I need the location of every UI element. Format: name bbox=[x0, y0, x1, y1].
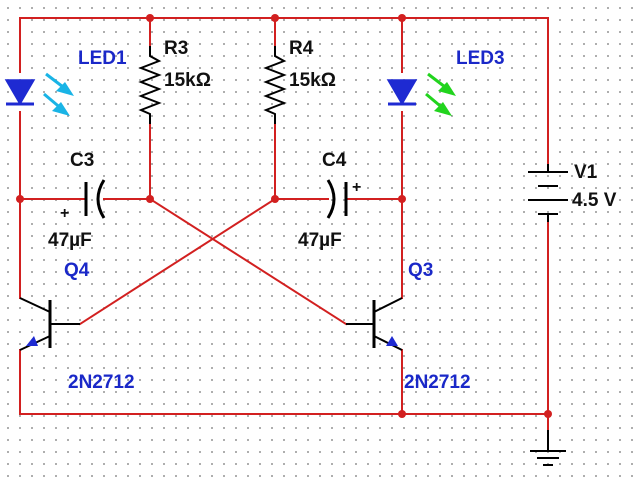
led3-symbol bbox=[386, 79, 418, 106]
v1[interactable]: V1 4.5 V bbox=[528, 162, 617, 222]
ground-icon bbox=[530, 430, 566, 466]
q4-npn-transistor-symbol bbox=[19, 297, 80, 351]
junction-dot bbox=[271, 14, 279, 22]
junction-dot bbox=[146, 195, 154, 203]
r4-designator: R4 bbox=[289, 38, 314, 59]
wires bbox=[19, 17, 549, 431]
c3-capacitor-symbol bbox=[84, 179, 106, 219]
junction-dot bbox=[146, 14, 154, 22]
c3-value: 47µF bbox=[48, 230, 92, 251]
r4-value: 15kΩ bbox=[289, 70, 336, 91]
c4[interactable]: + C4 47µF bbox=[298, 150, 361, 251]
c4-designator: C4 bbox=[322, 150, 347, 171]
q4-model: 2N2712 bbox=[68, 372, 135, 393]
junction-nodes bbox=[16, 14, 552, 418]
q4[interactable]: Q4 2N2712 bbox=[19, 260, 135, 393]
v1-battery-symbol bbox=[528, 164, 568, 222]
r4[interactable]: R4 15kΩ bbox=[263, 38, 336, 124]
led3-designator: LED3 bbox=[456, 48, 505, 69]
junction-dot bbox=[398, 195, 406, 203]
q3-npn-transistor-symbol bbox=[346, 297, 403, 351]
c3[interactable]: + C3 47µF bbox=[48, 150, 106, 251]
r4-resistor-symbol bbox=[263, 46, 287, 124]
r3-resistor-symbol bbox=[138, 46, 162, 124]
c4-polarity: + bbox=[352, 179, 361, 196]
led3-emission-arrows bbox=[425, 72, 456, 116]
led1-emission-arrows bbox=[43, 72, 74, 116]
r3-designator: R3 bbox=[164, 38, 188, 59]
c4-value: 47µF bbox=[298, 230, 342, 251]
r3-value: 15kΩ bbox=[164, 70, 211, 91]
led1-symbol bbox=[4, 79, 36, 106]
v1-value: 4.5 V bbox=[572, 190, 617, 211]
r3[interactable]: R3 15kΩ bbox=[138, 38, 211, 124]
c4-capacitor-symbol bbox=[326, 179, 348, 219]
c3-polarity: + bbox=[60, 205, 69, 222]
q4-designator: Q4 bbox=[64, 260, 90, 281]
c3-designator: C3 bbox=[70, 150, 94, 171]
junction-dot bbox=[544, 410, 552, 418]
led1[interactable]: LED1 bbox=[4, 48, 127, 116]
led1-designator: LED1 bbox=[78, 48, 127, 69]
v1-designator: V1 bbox=[574, 162, 598, 183]
q3[interactable]: Q3 2N2712 bbox=[346, 260, 471, 393]
junction-dot bbox=[16, 195, 24, 203]
q3-designator: Q3 bbox=[408, 260, 433, 281]
junction-dot bbox=[271, 195, 279, 203]
q3-model: 2N2712 bbox=[404, 372, 471, 393]
junction-dot bbox=[398, 410, 406, 418]
junction-dot bbox=[398, 14, 406, 22]
led3[interactable]: LED3 bbox=[386, 48, 505, 116]
